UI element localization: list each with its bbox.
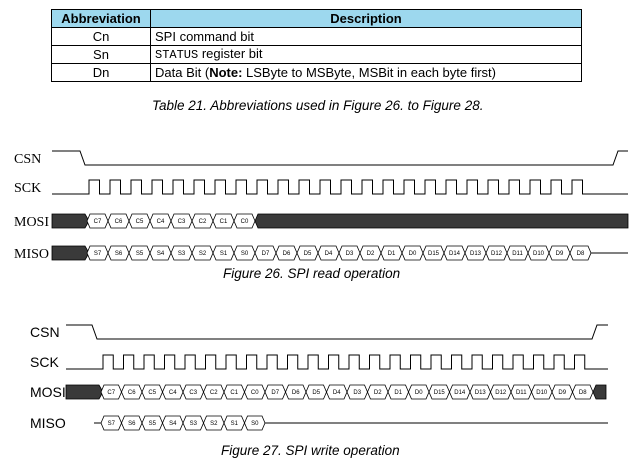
figure26-caption: Figure 26. SPI read operation bbox=[223, 266, 401, 281]
fig27-miso-bit-label: S6 bbox=[128, 421, 136, 427]
fig27-mosi-bit-label: C3 bbox=[189, 390, 197, 396]
fig26-miso-bit-label: D11 bbox=[512, 251, 523, 257]
abbreviations-table: Abbreviation Description Cn SPI command … bbox=[51, 9, 582, 82]
fig27-mosi-bit-label: D11 bbox=[516, 390, 527, 396]
desc-code: STATUS bbox=[155, 48, 199, 62]
fig26-miso-bit-label: D3 bbox=[346, 251, 354, 257]
fig27-mosi-bit-label: D14 bbox=[454, 390, 466, 396]
fig26-miso-bit-label: S4 bbox=[157, 251, 165, 257]
fig27-mosi-bit-label: D7 bbox=[271, 390, 279, 396]
fig26-mosi-bit-label: C2 bbox=[199, 219, 207, 225]
fig26-miso-bit-label: S0 bbox=[241, 251, 249, 257]
fig27-mosi-bit-label: D8 bbox=[579, 390, 587, 396]
table-caption: Table 21. Abbreviations used in Figure 2… bbox=[152, 98, 484, 113]
fig26-miso-bit-label: S3 bbox=[178, 251, 186, 257]
fig27-mosi-bit-label: D12 bbox=[495, 390, 507, 396]
fig26-mosi-bit-label: C3 bbox=[178, 219, 186, 225]
fig27-miso-bit-label: S2 bbox=[210, 421, 218, 427]
fig26-miso-lead-block bbox=[51, 245, 90, 261]
desc-note: Note: bbox=[209, 64, 243, 80]
fig26-mosi-bit-label: C7 bbox=[94, 219, 102, 225]
fig26-miso-bit-label: D12 bbox=[491, 251, 503, 257]
fig27-miso-bit-label: S3 bbox=[190, 421, 198, 427]
fig27-mosi-bit-label: D4 bbox=[333, 390, 341, 396]
fig27-mosi-lead-block bbox=[65, 384, 104, 400]
fig26-miso-bit-label: S7 bbox=[94, 251, 102, 257]
fig26-miso-bit-label: S5 bbox=[136, 251, 144, 257]
fig26-miso-bit-label: D0 bbox=[409, 251, 417, 257]
fig27-mosi-bit-label: C1 bbox=[230, 390, 238, 396]
fig26-mosi-bit-label: C1 bbox=[220, 219, 228, 225]
fig26-csn-waveform bbox=[52, 150, 628, 166]
fig26-miso-bit-label: D7 bbox=[262, 251, 270, 257]
fig26-miso-bit-label: D4 bbox=[325, 251, 333, 257]
fig26-mosi-bit-label: C4 bbox=[157, 219, 165, 225]
fig26-sck-waveform bbox=[52, 179, 628, 195]
fig26-miso-bit-label: D15 bbox=[428, 251, 440, 257]
fig27-signal-label-miso: MISO bbox=[30, 415, 66, 431]
fig27-mosi-bit-label: D0 bbox=[415, 390, 423, 396]
fig27-mosi-bit-label: C2 bbox=[210, 390, 218, 396]
desc-text: Data Bit ( bbox=[155, 64, 210, 80]
fig27-signal-label-mosi: MOSI bbox=[30, 384, 66, 400]
fig27-mosi-bit-label: D1 bbox=[394, 390, 402, 396]
fig26-miso-bit-label: D9 bbox=[556, 251, 564, 257]
fig27-miso-bit-label: S5 bbox=[149, 421, 157, 427]
fig27-csn-waveform bbox=[66, 324, 608, 340]
fig27-mosi-bit-label: C6 bbox=[128, 390, 136, 396]
fig27-mosi-bit-label: C7 bbox=[107, 390, 115, 396]
fig27-mosi-bit-label: C0 bbox=[251, 390, 259, 396]
fig27-miso-bit-label: S1 bbox=[231, 421, 239, 427]
fig27-mosi-bit-label: D10 bbox=[536, 390, 548, 396]
desc-text: register bit bbox=[198, 46, 263, 61]
header-abbreviation: Abbreviation bbox=[51, 9, 151, 28]
fig27-sck-waveform bbox=[66, 354, 608, 370]
fig27-mosi-bit-label: D2 bbox=[374, 390, 382, 396]
fig27-miso-bit-label: S4 bbox=[169, 421, 177, 427]
fig26-mosi-tail-block bbox=[254, 213, 629, 229]
fig27-mosi-bit-label: D6 bbox=[292, 390, 300, 396]
fig26-mosi-lead-block bbox=[51, 213, 90, 229]
fig26-signal-label-csn: CSN bbox=[14, 152, 41, 167]
fig26-signal-label-miso: MISO bbox=[14, 247, 49, 262]
fig26-miso-bit-label: D8 bbox=[577, 251, 585, 257]
fig26-miso-bit-label: D14 bbox=[449, 251, 461, 257]
fig26-miso-bit-label: D2 bbox=[367, 251, 375, 257]
fig26-miso-bit-label: S6 bbox=[115, 251, 123, 257]
fig27-mosi-bit-label: D13 bbox=[475, 390, 487, 396]
table-row: Dn Data Bit (Note: LSByte to MSByte, MSB… bbox=[51, 63, 582, 82]
fig27-mosi-bit-label: C5 bbox=[148, 390, 156, 396]
table-header-row: Abbreviation Description bbox=[51, 9, 582, 28]
fig26-miso-bit-label: D1 bbox=[388, 251, 396, 257]
header-description: Description bbox=[150, 9, 582, 28]
fig26-mosi-bit-label: C6 bbox=[115, 219, 123, 225]
figure27-caption: Figure 27. SPI write operation bbox=[221, 443, 400, 458]
desc-text: SPI command bit bbox=[155, 28, 254, 44]
fig27-mosi-bit-label: C4 bbox=[169, 390, 177, 396]
fig27-signal-label-csn: CSN bbox=[30, 324, 60, 340]
fig27-mosi-bit-label: D5 bbox=[312, 390, 320, 396]
fig26-miso-bit-label: D5 bbox=[304, 251, 312, 257]
fig27-signal-label-sck: SCK bbox=[30, 354, 59, 370]
fig27-mosi-bit-label: D15 bbox=[434, 390, 446, 396]
fig26-miso-bit-label: S2 bbox=[199, 251, 207, 257]
desc-cell: Data Bit (Note: LSByte to MSByte, MSBit … bbox=[150, 63, 582, 82]
fig27-miso-bit-label: S0 bbox=[251, 421, 259, 427]
fig26-mosi-bit-label: C5 bbox=[136, 219, 144, 225]
fig26-miso-bit-label: D13 bbox=[470, 251, 482, 257]
fig27-mosi-bit-label: D9 bbox=[558, 390, 566, 396]
fig26-miso-bit-label: D10 bbox=[533, 251, 545, 257]
fig27-miso-bit-label: S7 bbox=[108, 421, 116, 427]
fig27-mosi-tail-block bbox=[592, 384, 607, 400]
fig27-mosi-bit-label: D3 bbox=[353, 390, 361, 396]
fig26-mosi-bit-label: C0 bbox=[241, 219, 249, 225]
fig26-signal-label-mosi: MOSI bbox=[14, 215, 49, 230]
fig26-signal-label-sck: SCK bbox=[14, 181, 41, 196]
fig26-miso-bit-label: S1 bbox=[220, 251, 228, 257]
desc-text-tail: LSByte to MSByte, MSBit in each byte fir… bbox=[242, 64, 497, 80]
fig26-miso-bit-label: D6 bbox=[283, 251, 291, 257]
